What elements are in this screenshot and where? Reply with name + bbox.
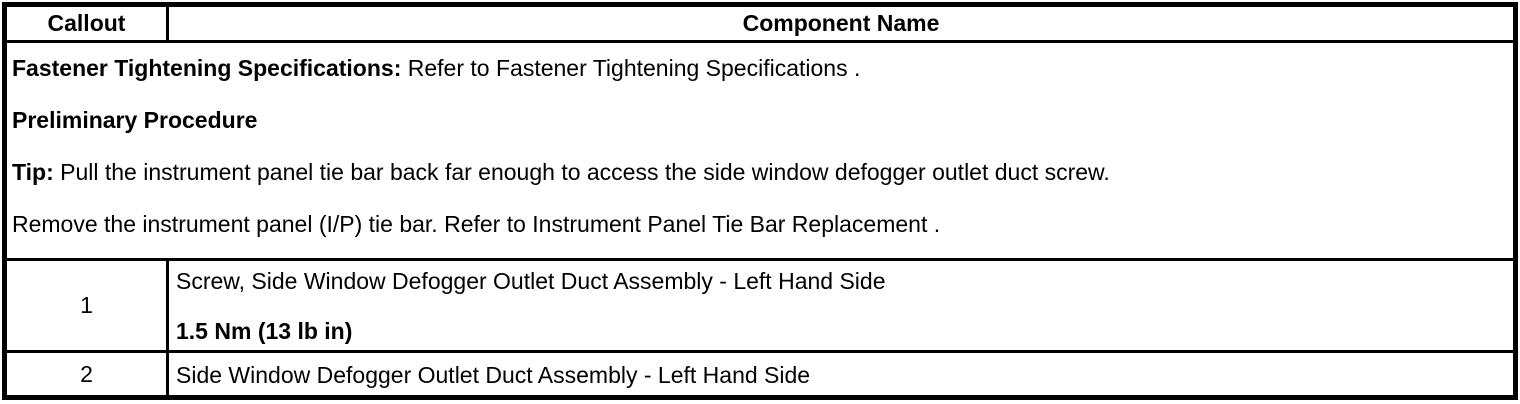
fastener-spec-period: . [847,55,861,81]
tip-label: Tip: [12,159,54,185]
callout-number-1: 1 [3,258,169,353]
remove-tie-bar-paragraph: Remove the instrument panel (I/P) tie ba… [12,210,1505,238]
component-row-2: 2 Side Window Defogger Outlet Duct Assem… [3,350,1517,399]
preliminary-procedure-heading: Preliminary Procedure [12,107,258,133]
preliminary-info-row: Fastener Tightening Specifications: Refe… [3,40,1517,261]
torque-spec-1: 1.5 Nm (13 lb in) [176,318,353,344]
component-name-column-header: Component Name [166,3,1517,43]
remove-tie-bar-period: . [927,211,941,237]
callout-column-header: Callout [3,3,169,43]
component-name-cell-1: Screw, Side Window Defogger Outlet Duct … [166,258,1517,353]
callout-number-2: 2 [3,350,169,399]
component-description-2: Side Window Defogger Outlet Duct Assembl… [176,361,811,388]
component-name-cell-2: Side Window Defogger Outlet Duct Assembl… [166,350,1517,399]
table-header-row: Callout Component Name [3,3,1517,43]
component-row-1: 1 Screw, Side Window Defogger Outlet Duc… [3,258,1517,353]
instrument-panel-tie-bar-replacement-link[interactable]: Instrument Panel Tie Bar Replacement [532,211,928,237]
preliminary-info-cell: Fastener Tightening Specifications: Refe… [3,40,1517,261]
fastener-tightening-specifications-link[interactable]: Fastener Tightening Specifications [495,55,848,81]
remove-tie-bar-text: Remove the instrument panel (I/P) tie ba… [12,211,533,237]
component-description-1: Screw, Side Window Defogger Outlet Duct … [176,268,886,294]
tip-text: Pull the instrument panel tie bar back f… [53,159,1110,185]
fastener-spec-paragraph: Fastener Tightening Specifications: Refe… [12,54,1505,82]
tip-paragraph: Tip: Pull the instrument panel tie bar b… [12,158,1505,186]
fastener-spec-label: Fastener Tightening Specifications: [12,55,402,81]
fastener-spec-refer-text: Refer to [401,55,496,81]
